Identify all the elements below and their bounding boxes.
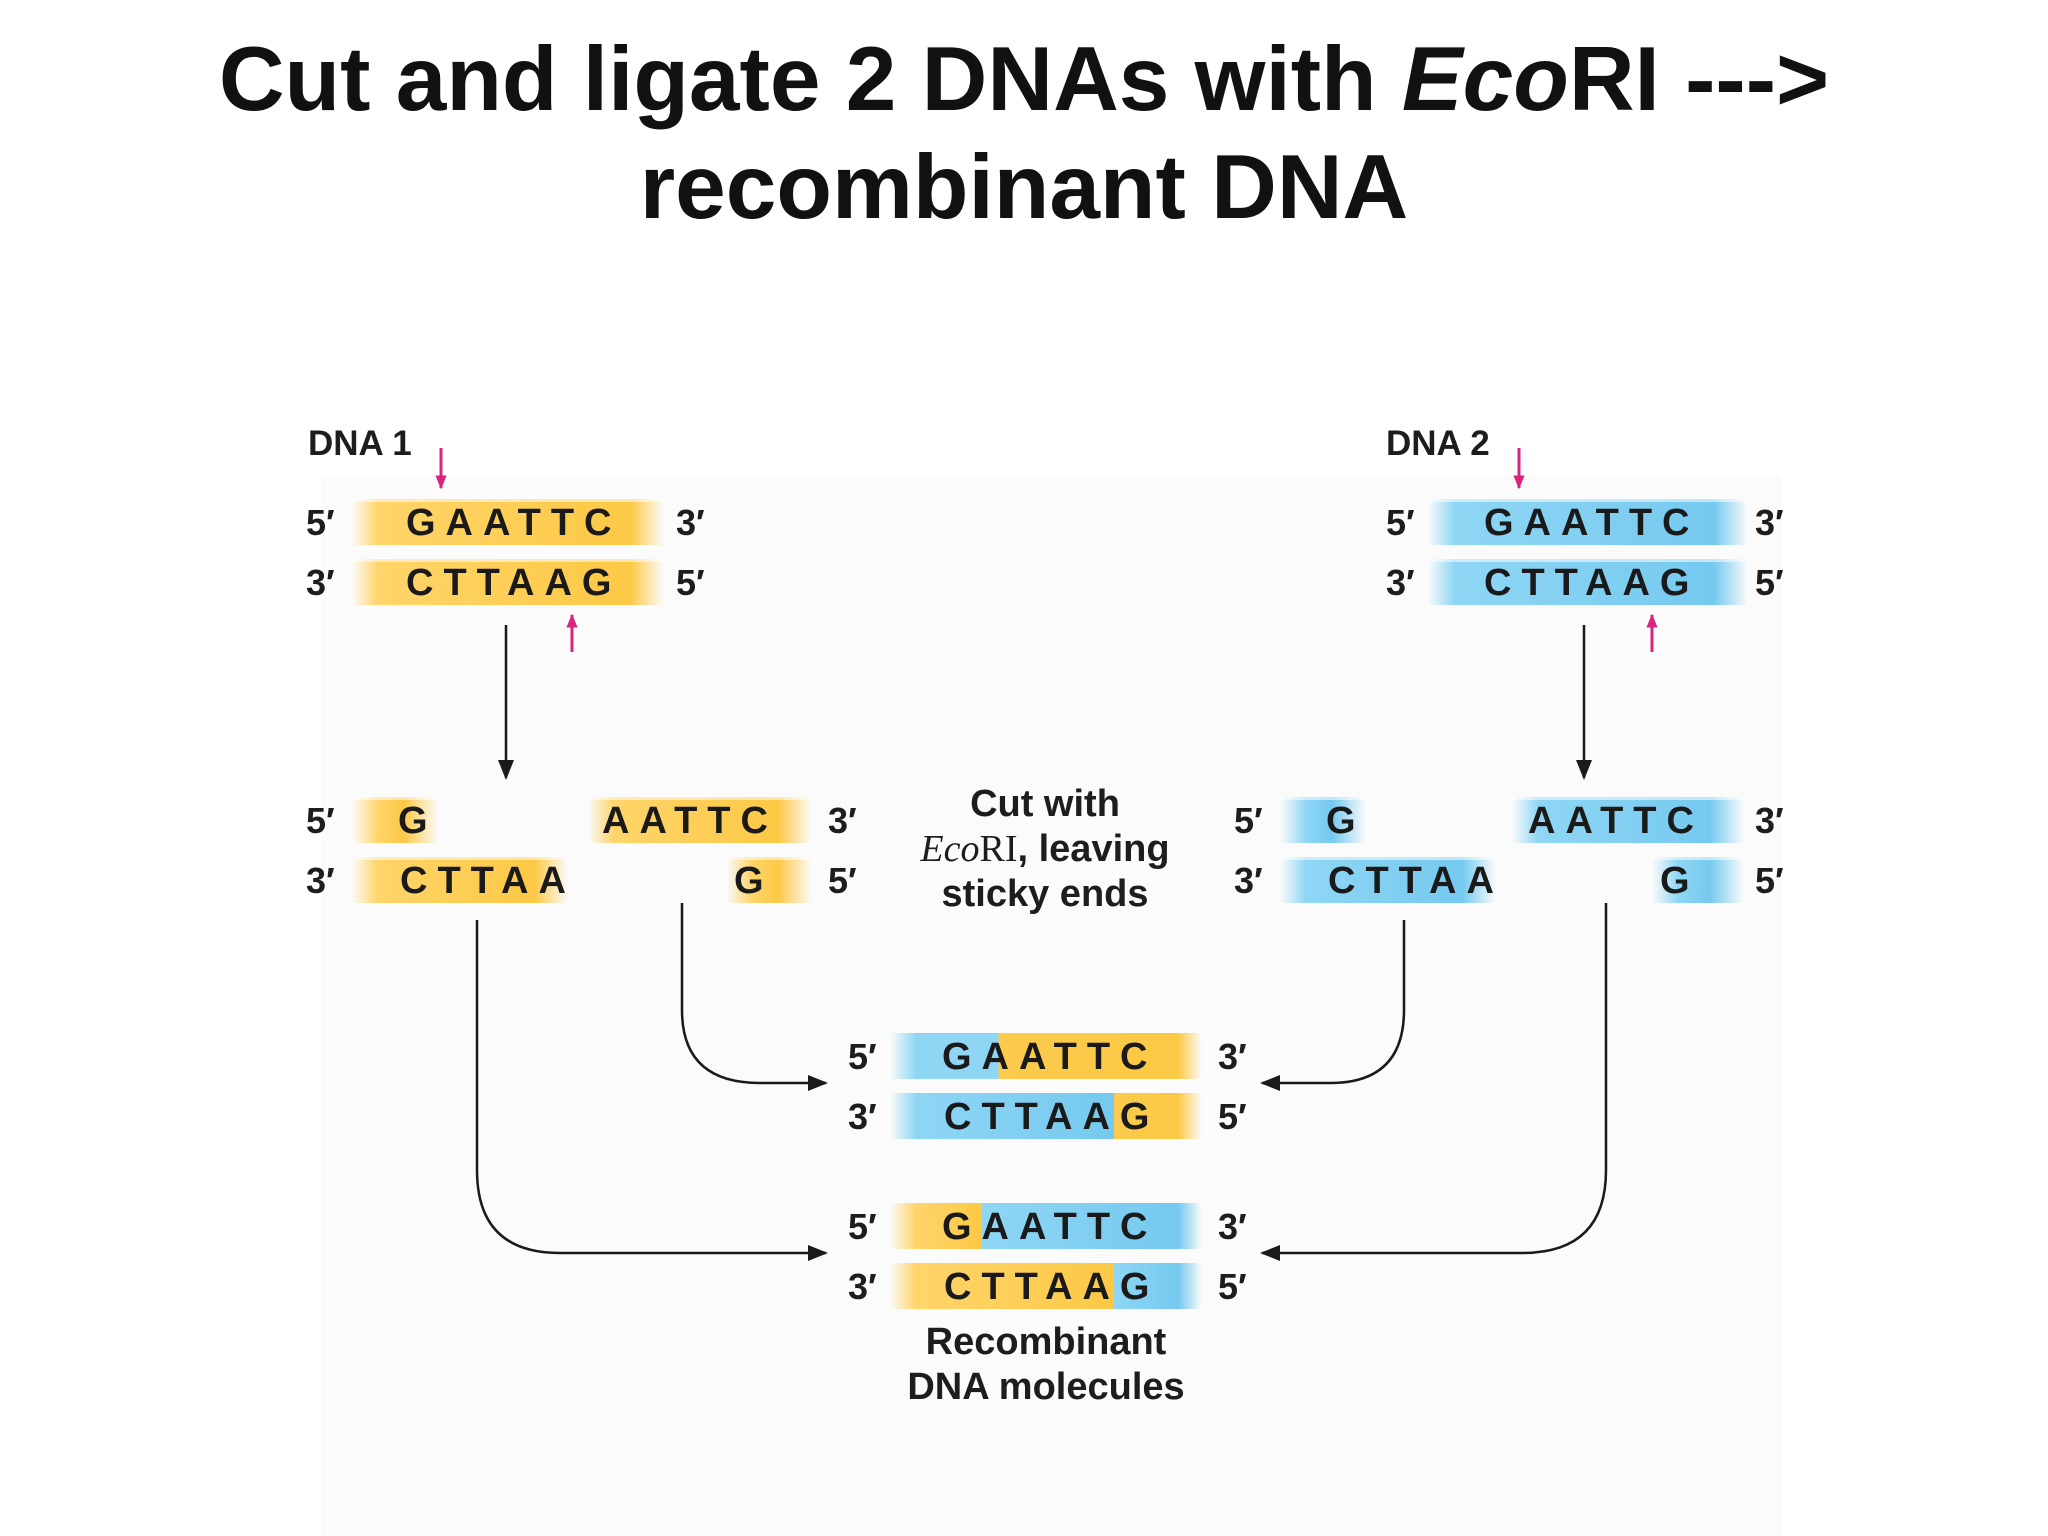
dna2-top-five-prime: 5′ — [1386, 502, 1415, 543]
dna2-cut-right-three-prime: 3′ — [1755, 800, 1784, 841]
title-italic-eco: Eco — [1401, 29, 1569, 130]
cut-caption-leaving: , leaving — [1017, 828, 1170, 870]
cut-caption-line-1: Cut with — [970, 783, 1120, 825]
dna2-cut-left-three-prime: 3′ — [1234, 860, 1263, 901]
dna1-cut-right-bottom-sequence: G — [734, 860, 774, 902]
dna2-cut-right-bottom-strand: G — [1652, 857, 1744, 903]
dna1-cut-left-five-prime: 5′ — [306, 800, 335, 841]
dna1-cut-left-top-sequence: G — [398, 800, 438, 842]
recomb2-bottom-sequence: CTTAAG — [944, 1266, 1160, 1308]
cut-caption-ri: RI — [979, 828, 1018, 870]
recomb2-top-three-prime: 3′ — [1218, 1206, 1247, 1247]
dna1-cut-right-bottom-strand: G — [726, 857, 812, 903]
cut-caption-eco: Eco — [920, 828, 980, 870]
recomb1-bottom-dna1-segment — [1114, 1093, 1202, 1139]
recomb2-bottom-dna1-segment — [890, 1263, 1114, 1309]
recomb2-top-dna2-segment — [982, 1203, 1202, 1249]
cut-caption-ecori: EcoRI — [920, 828, 1017, 870]
recomb1-top-sequence: GAATTC — [942, 1036, 1158, 1078]
recombinant-caption: Recombinant DNA molecules — [890, 1320, 1202, 1410]
dna2-cut-left-bottom-sequence: CTTAA — [1328, 860, 1496, 902]
cut-caption-line-2: EcoRI, leaving — [890, 827, 1200, 872]
recomb2-bottom-five-prime: 5′ — [1218, 1266, 1247, 1307]
dna1-cut-left-top-strand: G — [352, 797, 438, 843]
dna2-cut-left-top-strand: G — [1280, 797, 1366, 843]
recomb2-top-five-prime: 5′ — [848, 1206, 877, 1247]
recomb2-top-dna1-segment — [890, 1203, 982, 1249]
dna2-cut-left-top-sequence: G — [1326, 800, 1366, 842]
dna2-top-three-prime: 3′ — [1755, 502, 1784, 543]
recomb1-bottom-five-prime: 5′ — [1218, 1096, 1247, 1137]
page-title: Cut and ligate 2 DNAs with EcoRI ---> re… — [0, 26, 2048, 242]
dna1-label: DNA 1 — [308, 424, 412, 463]
dna2-cut-right-top-strand: AATTC — [1512, 797, 1744, 843]
dna2-cut-right-bottom-sequence: G — [1660, 860, 1700, 902]
recomb2-bottom-three-prime: 3′ — [848, 1266, 877, 1307]
dna1-bottom-sequence: CTTAAG — [406, 562, 622, 604]
dna1-top-five-prime: 5′ — [306, 502, 335, 543]
dna2-top-sequence: GAATTC — [1484, 502, 1700, 544]
dna1-bottom-three-prime: 3′ — [306, 562, 335, 603]
dna2-top-strand: GAATTC — [1428, 499, 1748, 545]
recomb2-top-strand: GAATTC — [890, 1203, 1202, 1249]
dna1-cut-right-top-sequence: AATTC — [602, 800, 778, 842]
recomb2-top-sequence: GAATTC — [942, 1206, 1158, 1248]
dna2-bottom-strand: CTTAAG — [1428, 559, 1748, 605]
recomb1-bottom-dna2-segment — [890, 1093, 1114, 1139]
title-line-1-start: Cut and ligate 2 DNAs with — [218, 29, 1402, 130]
recomb1-bottom-strand: CTTAAG — [890, 1093, 1202, 1139]
recomb1-bottom-sequence: CTTAAG — [944, 1096, 1160, 1138]
dna2-bottom-sequence: CTTAAG — [1484, 562, 1700, 604]
cut-caption-line-3: sticky ends — [941, 873, 1149, 915]
dna2-bottom-five-prime: 5′ — [1755, 562, 1784, 603]
dna1-bottom-strand: CTTAAG — [352, 559, 664, 605]
dna1-cut-left-bottom-sequence: CTTAA — [400, 860, 568, 902]
recomb1-top-strand: GAATTC — [890, 1033, 1202, 1079]
title-line-1: Cut and ligate 2 DNAs with EcoRI ---> — [0, 26, 2048, 134]
recomb2-bottom-strand: CTTAAG — [890, 1263, 1202, 1309]
dna1-cut-left-bottom-strand: CTTAA — [352, 857, 568, 903]
dna1-bottom-five-prime: 5′ — [676, 562, 705, 603]
dna1-cut-right-three-prime: 3′ — [828, 800, 857, 841]
dna1-cut-right-top-strand: AATTC — [588, 797, 812, 843]
dna1-cut-left-three-prime: 3′ — [306, 860, 335, 901]
recomb1-top-three-prime: 3′ — [1218, 1036, 1247, 1077]
dna1-top-three-prime: 3′ — [676, 502, 705, 543]
dna2-cut-left-bottom-strand: CTTAA — [1280, 857, 1496, 903]
recombinant-caption-line-2: DNA molecules — [907, 1366, 1185, 1408]
dna2-cut-right-five-prime: 5′ — [1755, 860, 1784, 901]
recombinant-caption-line-1: Recombinant — [925, 1321, 1167, 1363]
dna2-label: DNA 2 — [1386, 424, 1490, 463]
dna2-cut-left-five-prime: 5′ — [1234, 800, 1263, 841]
recomb1-top-five-prime: 5′ — [848, 1036, 877, 1077]
dna2-cut-right-top-sequence: AATTC — [1528, 800, 1704, 842]
dna2-bottom-three-prime: 3′ — [1386, 562, 1415, 603]
dna1-cut-right-five-prime: 5′ — [828, 860, 857, 901]
cut-caption: Cut with EcoRI, leaving sticky ends — [890, 782, 1200, 917]
recomb1-bottom-three-prime: 3′ — [848, 1096, 877, 1137]
title-line-2: recombinant DNA — [639, 137, 1409, 238]
dna1-top-sequence: GAATTC — [406, 502, 622, 544]
title-line-1-end: RI ---> — [1568, 29, 1830, 130]
recomb2-bottom-dna2-segment — [1114, 1263, 1202, 1309]
dna1-top-strand: GAATTC — [352, 499, 664, 545]
recomb1-top-dna1-segment — [976, 1033, 1202, 1079]
